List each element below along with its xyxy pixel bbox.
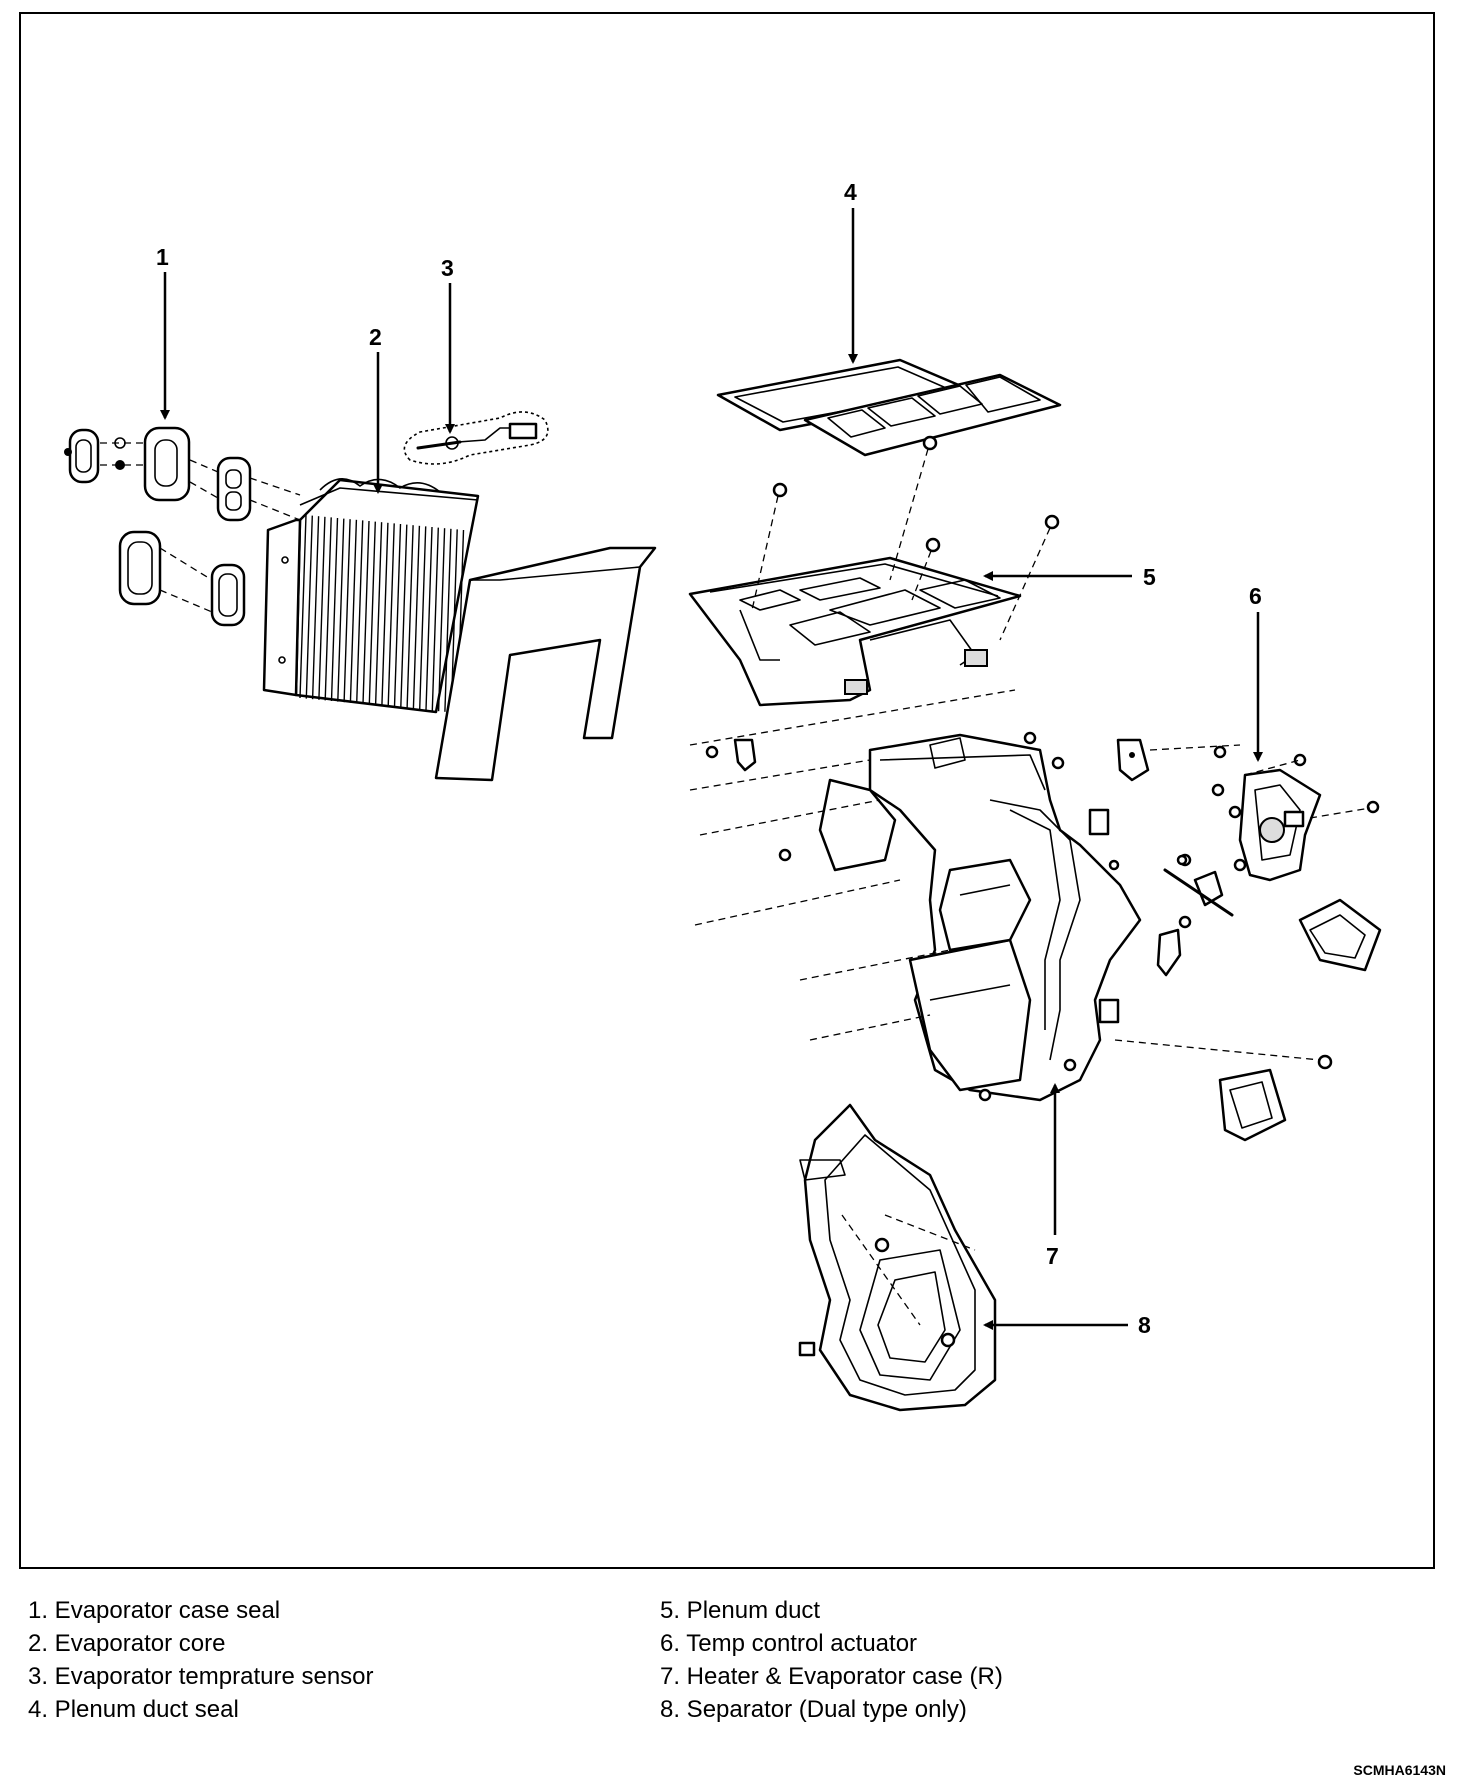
- core-fin: [318, 516, 326, 700]
- core-fin: [412, 525, 421, 709]
- core-fin: [324, 517, 332, 701]
- explode-lines: [689, 689, 1371, 1061]
- callout-7: 7: [1046, 1243, 1059, 1269]
- core-fin: [387, 523, 395, 707]
- legend-item-6: 6. Temp control actuator: [660, 1630, 918, 1657]
- leader-lines: [160, 208, 1263, 1330]
- evaporator-temperature-sensor: [403, 411, 549, 465]
- core-fin: [444, 528, 452, 712]
- callout-6: 6: [1249, 583, 1262, 609]
- heater-evaporator-case: [818, 733, 1142, 1102]
- core-fin: [368, 521, 376, 705]
- legend-left: 1. Evaporator case seal 2. Evaporator co…: [28, 1594, 374, 1726]
- core-fin: [299, 514, 307, 699]
- legend-item-5: 5. Plenum duct: [660, 1597, 821, 1624]
- diagram-frame: [19, 12, 1435, 1569]
- plenum-duct-seal: [716, 358, 1062, 457]
- core-fin: [337, 518, 345, 702]
- core-fin: [437, 528, 446, 712]
- core-fin: [305, 515, 313, 699]
- separator: [798, 1103, 997, 1412]
- core-fin: [419, 526, 427, 710]
- legend-right: 5. Plenum duct 6. Temp control actuator …: [660, 1594, 1003, 1726]
- core-fin: [356, 520, 364, 704]
- legend-item-2: 2. Evaporator core: [28, 1630, 226, 1657]
- core-fin: [425, 526, 433, 711]
- core-fin: [362, 520, 370, 705]
- plenum-duct: [688, 556, 1022, 707]
- screws: [705, 435, 1380, 1070]
- core-fin: [311, 516, 320, 700]
- core-fin: [431, 527, 439, 711]
- evaporator-core: [262, 478, 480, 714]
- callout-8: 8: [1138, 1312, 1151, 1338]
- core-fin: [374, 522, 383, 706]
- callout-3: 3: [441, 255, 454, 281]
- core-fin: [393, 523, 402, 708]
- temp-control-actuator: [1238, 768, 1322, 882]
- linkages: [733, 738, 1382, 1142]
- legend-item-8: 8. Separator (Dual type only): [660, 1696, 967, 1723]
- core-fin: [406, 525, 414, 709]
- core-fin: [349, 519, 358, 703]
- callout-2: 2: [369, 324, 382, 350]
- core-fin: [330, 517, 339, 702]
- callout-1: 1: [156, 244, 169, 270]
- core-fin: [400, 524, 408, 708]
- callout-4: 4: [844, 179, 857, 205]
- case-panel: [434, 546, 657, 782]
- legend-item-3: 3. Evaporator temprature sensor: [28, 1663, 374, 1690]
- evaporator-case-seal: [64, 426, 301, 627]
- legend-item-4: 4. Plenum duct seal: [28, 1696, 239, 1723]
- legend-item-1: 1. Evaporator case seal: [28, 1597, 281, 1624]
- legend-item-7: 7. Heater & Evaporator case (R): [660, 1663, 1003, 1690]
- core-fin: [343, 519, 351, 703]
- figure-code: SCMHA6143N: [1353, 1762, 1446, 1778]
- callout-5: 5: [1143, 564, 1156, 590]
- core-fin: [381, 522, 389, 706]
